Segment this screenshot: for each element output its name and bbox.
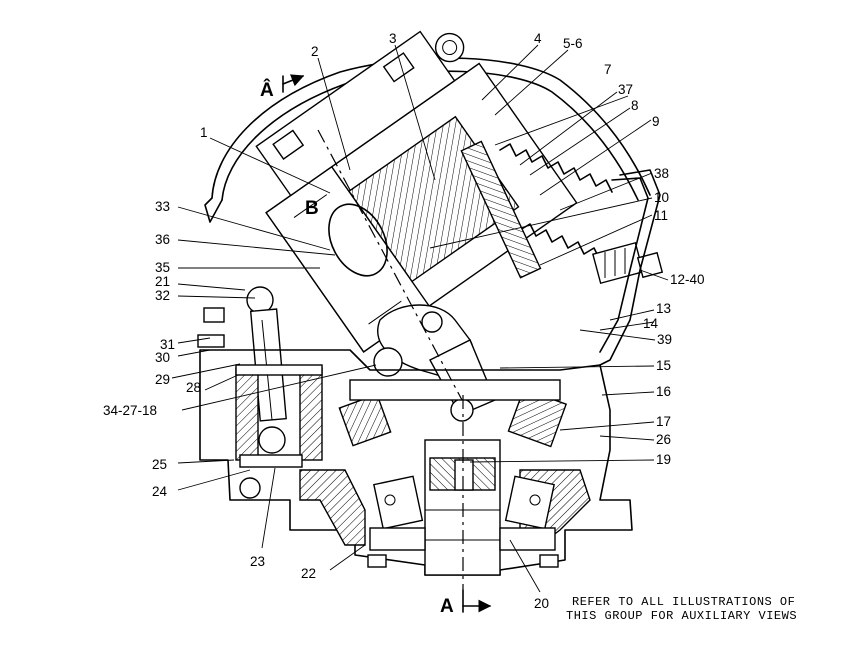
- section-marker-top: Â: [260, 74, 305, 101]
- callout-5-6: 5-6: [563, 36, 583, 51]
- callout-23: 23: [250, 554, 265, 569]
- callout-29: 29: [155, 372, 170, 387]
- callout-26: 26: [656, 432, 671, 447]
- callout-37: 37: [618, 82, 633, 97]
- callout-2: 2: [311, 44, 319, 59]
- callout-17: 17: [656, 414, 671, 429]
- callout-15: 15: [656, 358, 671, 373]
- callout-16: 16: [656, 384, 671, 399]
- callout-4: 4: [534, 31, 542, 46]
- head-cap: [255, 30, 465, 197]
- callout-34-27-18: 34-27-18: [103, 403, 157, 418]
- leader-lines: [171, 44, 669, 593]
- pump-cross-section: [197, 30, 664, 590]
- callout-9: 9: [652, 114, 660, 129]
- callout-25: 25: [152, 457, 167, 472]
- section-label-top: Â: [260, 79, 274, 101]
- callout-35: 35: [155, 260, 170, 275]
- callout-22: 22: [301, 566, 316, 581]
- callout-1: 1: [200, 125, 208, 140]
- callout-39: 39: [657, 332, 672, 347]
- callout-38: 38: [654, 166, 669, 181]
- bottom-bolts: [367, 554, 559, 568]
- reference-note: REFER TO ALL ILLUSTRATIONS OF THIS GROUP…: [566, 595, 797, 623]
- spring-coil: [460, 140, 613, 279]
- callout-24: 24: [152, 484, 168, 499]
- callout-30: 30: [155, 350, 170, 365]
- callout-36: 36: [155, 232, 170, 247]
- callout-31: 31: [160, 337, 175, 352]
- callout-13: 13: [656, 301, 671, 316]
- callout-28: 28: [186, 380, 201, 395]
- callout-11: 11: [654, 208, 668, 223]
- note-line-2: THIS GROUP FOR AUXILIARY VIEWS: [566, 609, 797, 623]
- callout-10: 10: [654, 190, 669, 205]
- detail-label: B: [305, 198, 319, 219]
- section-label-bottom: A: [440, 596, 454, 617]
- flange-bolts: [197, 307, 225, 348]
- section-marker-bottom: A: [440, 589, 492, 617]
- callout-14: 14: [643, 316, 659, 331]
- shaft-bearings: [369, 475, 556, 551]
- callout-labels: 1 2 3 4 5-6 7 37 8 9 38 10 11 12-40 13 1…: [103, 31, 705, 611]
- callout-20: 20: [534, 596, 549, 611]
- callout-32: 32: [155, 288, 170, 303]
- callout-7: 7: [604, 62, 612, 77]
- drive-link: [373, 304, 496, 422]
- callout-33: 33: [155, 199, 170, 214]
- callout-3: 3: [389, 31, 397, 46]
- callout-21: 21: [155, 274, 170, 289]
- note-line-1: REFER TO ALL ILLUSTRATIONS OF: [572, 595, 795, 609]
- callout-19: 19: [656, 452, 671, 467]
- left-housing: [235, 364, 323, 499]
- callout-12-40: 12-40: [670, 272, 705, 287]
- callout-8: 8: [631, 98, 639, 113]
